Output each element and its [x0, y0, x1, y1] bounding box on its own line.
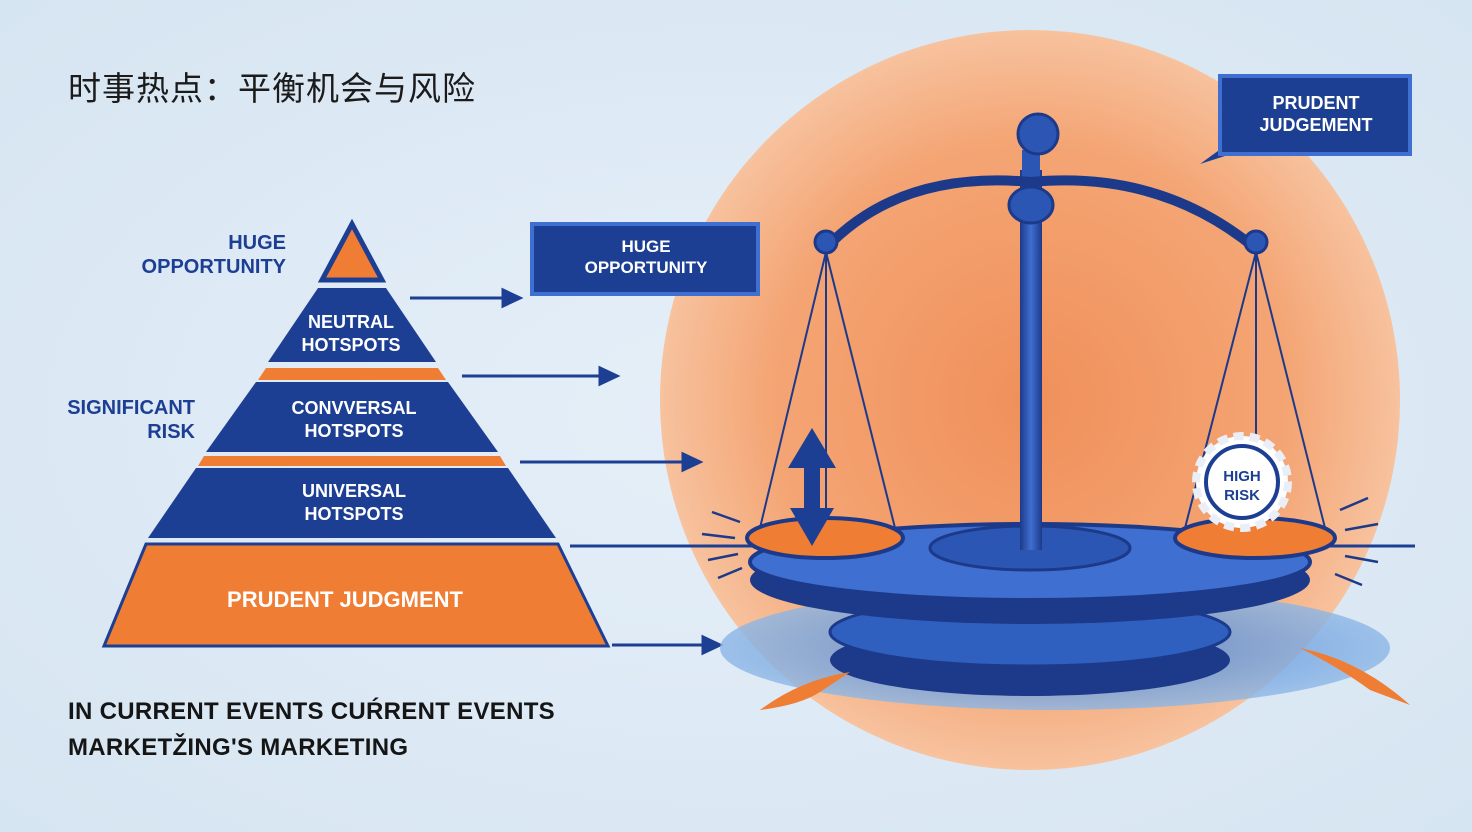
box-line: OPPORTUNITY [584, 258, 708, 277]
tier-neutral-label: NEUTRAL HOTSPOTS [221, 311, 481, 357]
up-down-arrow-icon [788, 428, 836, 546]
beam-end-right [1243, 229, 1269, 255]
pyramid-tip [317, 218, 387, 283]
beam-end-left [813, 229, 839, 255]
badge-line: RISK [1224, 487, 1260, 504]
tier-line: HOTSPOTS [301, 335, 401, 355]
pillar-knob [1007, 185, 1055, 225]
stripe-1 [258, 368, 446, 380]
arrow-1-head [501, 287, 524, 309]
pyramid [101, 218, 611, 648]
label-huge-opportunity: HUGE OPPORTUNITY [110, 231, 286, 279]
arrow-3-head [681, 451, 704, 473]
high-risk-text: HIGH RISK [1206, 467, 1278, 505]
label-line: SIGNIFICANT [67, 397, 195, 419]
tier-neutral-band [268, 288, 436, 362]
box-line: HUGE [621, 237, 671, 256]
label-line: RISK [147, 421, 195, 443]
scale-beam [821, 175, 1260, 253]
tier-line: NEUTRAL [308, 312, 394, 332]
label-significant-risk: SIGNIFICANT RISK [40, 396, 195, 444]
pillar-top-ball [1016, 112, 1060, 156]
tier-line: CONVVERSAL [291, 398, 417, 418]
scale-pillar [1020, 170, 1042, 550]
tier-prudent-label: PRUDENT JUDGMENT [185, 588, 505, 611]
tier-line: UNIVERSAL [301, 481, 406, 501]
stripe-2 [198, 456, 506, 466]
tier-line: PRUDENT JUDGMENT [227, 587, 463, 612]
arrow-2-head [598, 365, 621, 387]
tier-line: HOTSPOTS [304, 421, 404, 441]
high-risk-badge [1192, 432, 1292, 532]
label-line: HUGE [228, 232, 286, 254]
label-line: OPPORTUNITY [141, 256, 286, 278]
box-line: JUDGEMENT [1259, 115, 1373, 135]
footer-line-2: MARKETŽING'S MARKETING [68, 734, 409, 761]
huge-opportunity-box-text: HUGE OPPORTUNITY [536, 236, 756, 278]
prudent-judgement-box-text: PRUDENT JUDGEMENT [1226, 92, 1406, 136]
tier-line: HOTSPOTS [304, 504, 404, 524]
badge-line: HIGH [1223, 468, 1261, 485]
swoosh-left [760, 672, 850, 710]
tier-universal-band [148, 468, 556, 538]
tier-universal-label: UNIVERSAL HOTSPOTS [224, 480, 484, 526]
motion-lines [701, 496, 1379, 587]
huge-opportunity-box [530, 222, 760, 296]
prudent-judgement-box [1200, 74, 1412, 164]
arrow-5-head [701, 634, 724, 656]
swoosh-right [1300, 648, 1410, 705]
tier-controversial-band [206, 382, 498, 452]
tier-controversial-label: CONVVERSAL HOTSPOTS [224, 397, 484, 443]
page-title: 时事热点：平衡机会与风险 [68, 69, 476, 108]
box-line: PRUDENT [1272, 93, 1360, 113]
tier-prudent-band [101, 542, 611, 648]
footer-line-1: IN CURRENT EVENTS CUŔRENT EVENTS [68, 698, 555, 725]
left-pan [745, 516, 905, 560]
